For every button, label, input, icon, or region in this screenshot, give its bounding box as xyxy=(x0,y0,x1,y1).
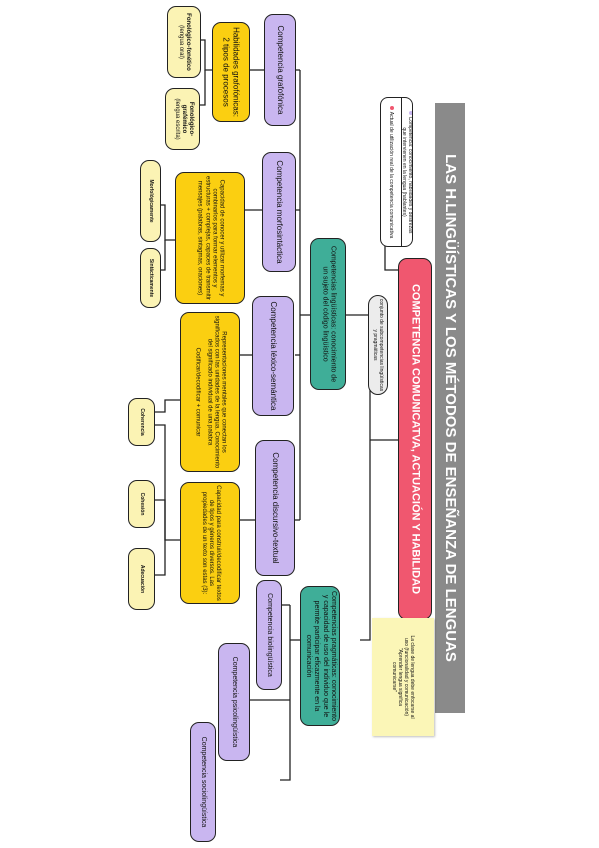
main-title: LAS H.LINGÜÍSTICAS Y LOS MÉTODOS DE ENSE… xyxy=(435,103,465,713)
competencia-psicolinguistica-text: Competencia psicolingüística xyxy=(231,656,239,748)
fonologico-fonetico-text: Fonológico-fonético xyxy=(185,13,192,71)
adecuacion-text: Adecuación xyxy=(138,564,145,594)
legend-dot-red xyxy=(390,105,394,110)
fonologico-grafemico-node: Fonológico-grafémico (lengua escrita) xyxy=(165,88,200,150)
competencias-pragmaticas-text: Competencias pragmáticas: conocimiento y… xyxy=(304,591,337,721)
coherencia-node: Coherencia xyxy=(128,398,155,446)
competencia-lexico-text: Competencia léxico-semántica xyxy=(268,301,278,411)
habilidades-grafofonicas-text: Habilidades grafofónicas: 2 tipos de pro… xyxy=(222,27,241,117)
competencias-pragmaticas-node: Competencias pragmáticas: conocimiento y… xyxy=(300,586,340,726)
sticky-note: La clase de lengua debe enfocarse al uso… xyxy=(372,618,434,736)
competencia-grafofonica-node: Competencia grafofónica xyxy=(264,14,296,126)
sintacticamente-text: Sintácticamente xyxy=(147,258,154,298)
central-node-text: COMPETENCIA COMUNICATVA, ACTUACIÓN Y HAB… xyxy=(409,283,422,595)
competencia-discursivo-text: Competencia discursivo-textual xyxy=(270,452,280,564)
lexico-desc-text: Representaciones mentales que conectan l… xyxy=(206,315,227,469)
main-title-text: LAS H.LINGÜÍSTICAS Y LOS MÉTODOS DE ENSE… xyxy=(442,154,459,662)
sticky-line-4: comunicarse" xyxy=(391,661,397,693)
fonologico-fonetico-node: Fonológico-fonético (lengua oral) xyxy=(167,6,201,78)
sintacticamente-node: Sintácticamente xyxy=(140,248,161,308)
legend-row-competencia-text: Competencia: conocimiento, habilidades y… xyxy=(406,116,413,234)
competencia-sociolinguistica-node: Competencia sociolingüística xyxy=(190,722,216,842)
sticky-line-1: La clase de lengua debe enfocarse al xyxy=(409,635,415,719)
discursivo-desc-text: Capacidad para construir/decodificar tex… xyxy=(200,485,221,601)
coherencia-text: Coherencia xyxy=(138,408,145,436)
morfologicamente-node: Morfológicamente xyxy=(140,160,161,242)
cohesion-text: Cohesión xyxy=(138,492,145,516)
lexico-desc-node: Representaciones mentales que conectan l… xyxy=(180,312,240,472)
cohesion-node: Cohesión xyxy=(128,480,155,528)
fonologico-fonetico-sub: (lengua oral) xyxy=(178,25,184,59)
legend-row-actuacion: Actual de utilización real de la compete… xyxy=(381,98,402,246)
adecuacion-node: Adecuación xyxy=(128,548,155,610)
fonologico-grafemico-text: Fonológico-grafémico xyxy=(180,101,194,137)
morfologicamente-text: Morfológicamente xyxy=(147,179,154,223)
legend-row-competencia: Competencia: conocimiento, habilidades y… xyxy=(401,98,412,246)
competencia-morfosintactica-text: Competencia morfosintáctica xyxy=(274,160,284,264)
competencia-psicolinguistica-node: Competencia psicolingüística xyxy=(218,643,250,761)
sticky-line-2: uso (funcionalidad y comunicación) xyxy=(403,637,409,717)
lexico-codificar-text: Codificar/decodificar + comunicar xyxy=(194,347,201,437)
competencia-morfosintactica-node: Competencia morfosintáctica xyxy=(262,152,296,272)
subcompetencias-label-text: conjunto de subcompetencias lingüísticas… xyxy=(372,298,384,392)
competencia-biolinguistica-node: Competencia biolingüística xyxy=(256,580,282,690)
subcompetencias-label: conjunto de subcompetencias lingüísticas… xyxy=(368,295,388,395)
competencias-linguisticas-node: Competencias lingüísticas: conocimiento … xyxy=(310,238,346,390)
discursivo-desc-node: Capacidad para construir/decodificar tex… xyxy=(180,482,240,604)
competencias-linguisticas-text: Competencias lingüísticas: conocimiento … xyxy=(321,245,337,383)
legend-row-actuacion-text: Actual de utilización real de la compete… xyxy=(388,111,394,239)
competencia-sociolinguistica-text: Competencia sociolingüística xyxy=(200,736,208,828)
competence-legend: Actual de utilización real de la compete… xyxy=(380,97,413,247)
legend-dot-purple xyxy=(408,110,412,115)
central-node: COMPETENCIA COMUNICATVA, ACTUACIÓN Y HAB… xyxy=(398,258,432,620)
morfosintactica-desc-text: Capacidad de conocer y utilizar morfemas… xyxy=(196,176,225,300)
legend-row-competencia-detail: que intervienen en la lengua (hablantes) xyxy=(400,127,407,217)
morfosintactica-desc-node: Capacidad de conocer y utilizar morfemas… xyxy=(175,172,245,304)
habilidades-grafofonicas-node: Habilidades grafofónicas: 2 tipos de pro… xyxy=(212,22,250,122)
fonologico-grafemico-sub: (lengua escrita) xyxy=(172,98,179,140)
competencia-lexico-node: Competencia léxico-semántica xyxy=(252,296,294,416)
competencia-grafofonica-text: Competencia grafofónica xyxy=(275,25,285,115)
competencia-biolinguistica-text: Competencia biolingüística xyxy=(266,593,274,677)
competencia-discursivo-node: Competencia discursivo-textual xyxy=(255,440,295,576)
